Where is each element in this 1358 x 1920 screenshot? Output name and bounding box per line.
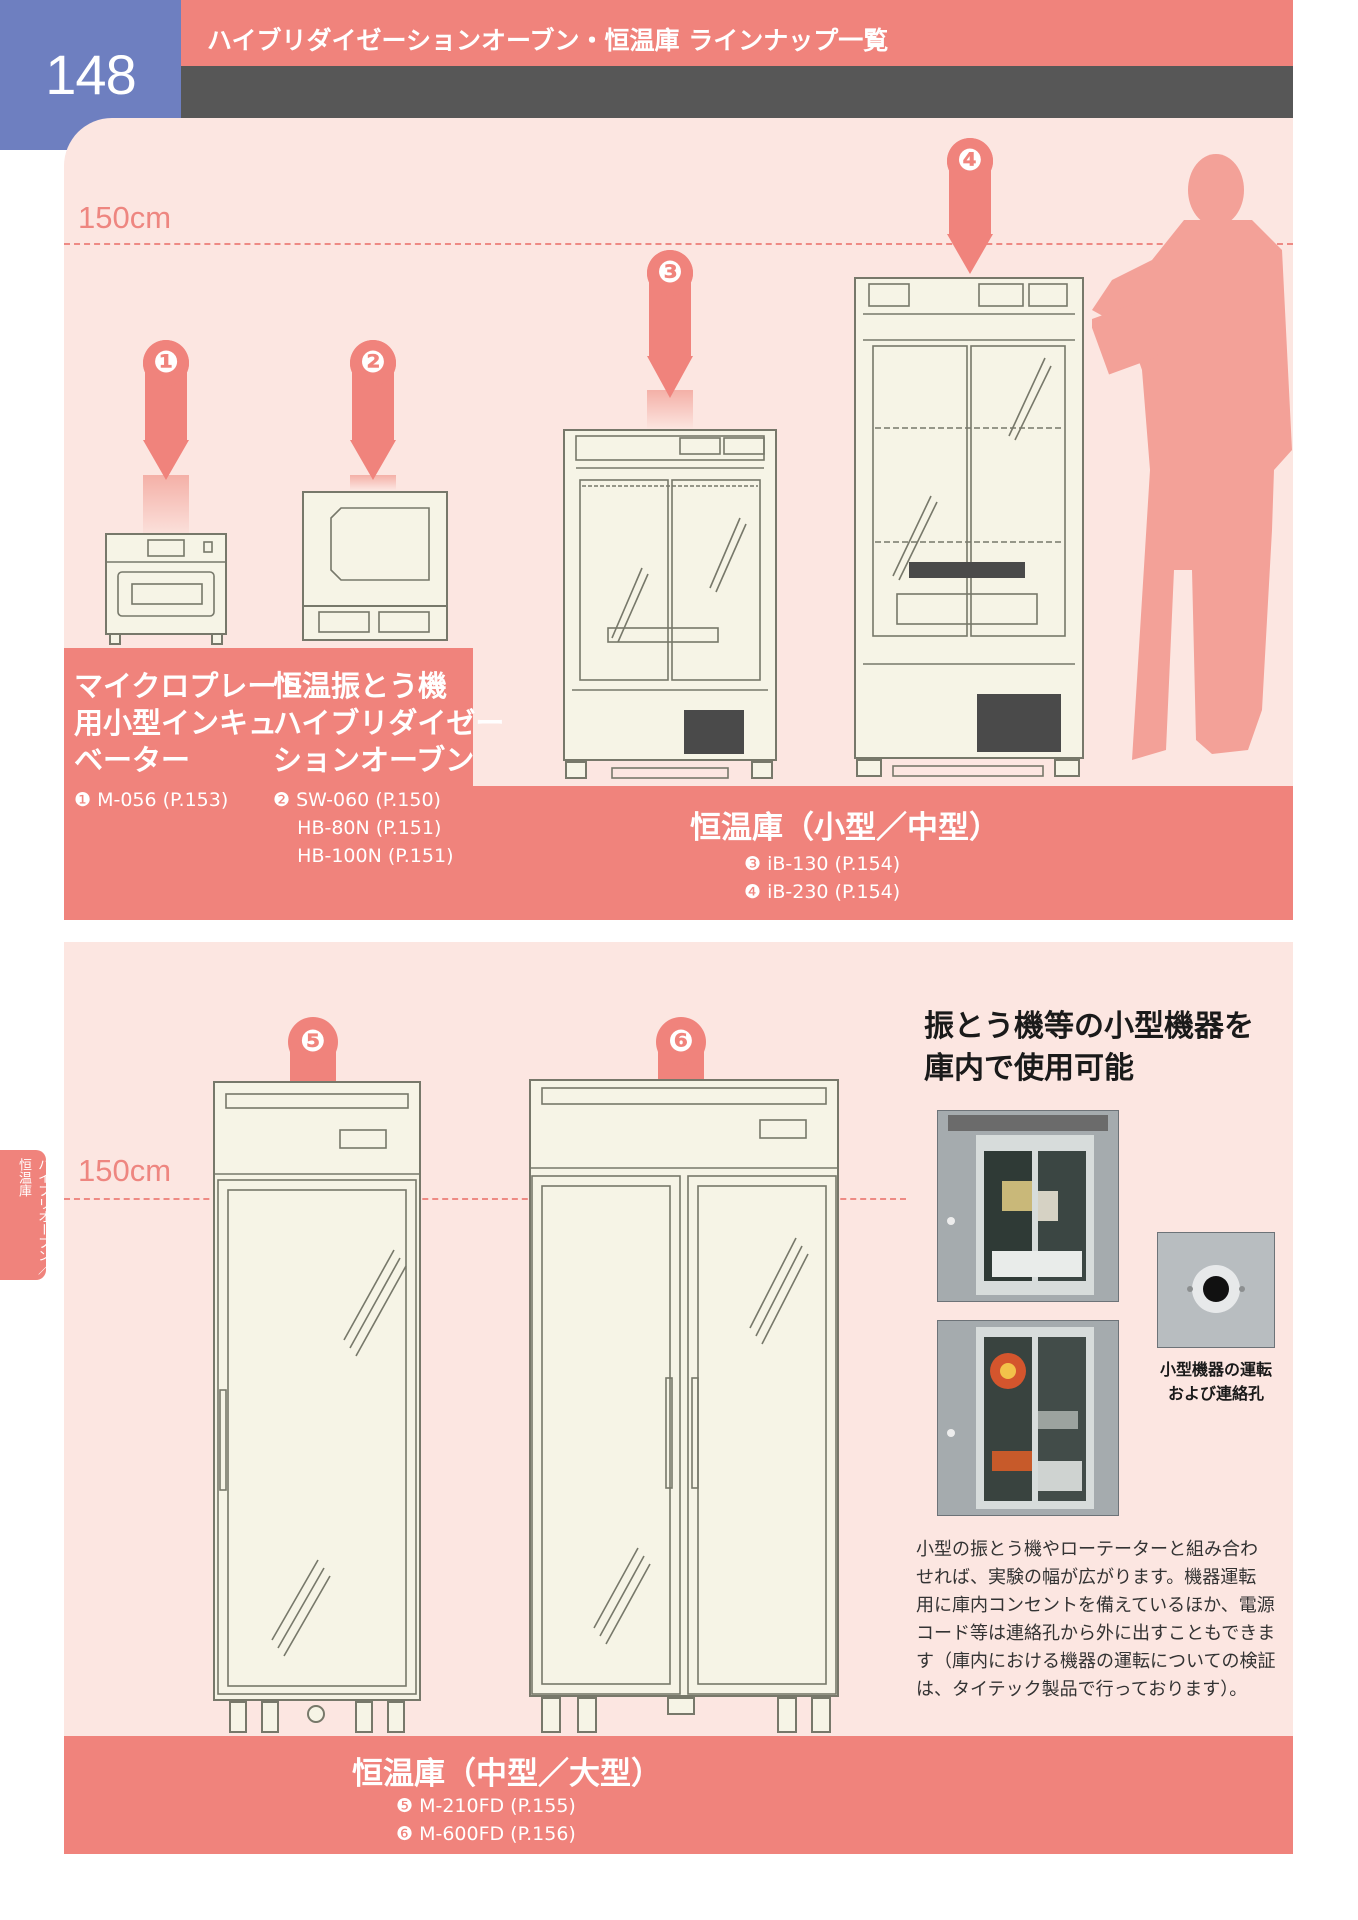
hole-caption: 小型機器の運転 および連絡孔 — [1138, 1358, 1294, 1406]
pin-beam — [143, 475, 189, 541]
category-band-large — [64, 1736, 1293, 1854]
title-line: ハイブリダイゼー — [273, 706, 505, 740]
title-line: 恒温振とう機 — [273, 669, 448, 703]
pin-5: ❺ — [288, 1017, 338, 1081]
device-m056-illustration — [105, 533, 227, 645]
heading-line: 振とう機等の小型機器を — [924, 1009, 1254, 1044]
category-band-medium — [473, 786, 1293, 920]
category-m056-title: マイクロプレート 用小型インキュ ベーター — [74, 668, 305, 779]
photo-incubator-interior-1 — [937, 1110, 1119, 1302]
pin-4: ❹ — [947, 138, 993, 278]
height-line-150cm — [64, 243, 1293, 245]
pin-6-label: ❻ — [658, 1019, 704, 1065]
category-band-small — [64, 648, 473, 920]
body-line: す（庫内における機器の運転についての検証 — [916, 1651, 1276, 1672]
pin-6: ❻ — [656, 1017, 706, 1081]
body-line: せれば、実験の幅が広がります。機器運転 — [916, 1567, 1257, 1588]
device-ib230-illustration — [854, 277, 1084, 777]
side-tab-label: ハイブリオーブン／恒温庫 — [16, 1158, 50, 1275]
heading-line: 庫内で使用可能 — [924, 1051, 1134, 1086]
body-line: コード等は連絡孔から外に出すこともできま — [916, 1623, 1276, 1644]
caption-line: 小型機器の運転 — [1159, 1360, 1272, 1379]
photo-connection-hole — [1157, 1232, 1275, 1348]
header-dark-bar — [181, 66, 1293, 118]
category-sw060-models: ❷ SW-060 (P.150) HB-80N (P.151) HB-100N … — [273, 789, 454, 867]
device-m210fd-illustration — [213, 1081, 421, 1733]
category-ib-models: ❸ iB-130 (P.154) ❹ iB-230 (P.154) — [744, 853, 901, 903]
pin-1-label: ❶ — [143, 340, 189, 386]
body-line: 用に庫内コンセントを備えているほか、電源 — [916, 1595, 1275, 1616]
pin-4-label: ❹ — [947, 138, 993, 184]
pin-3: ❸ — [647, 250, 693, 400]
section-gap — [64, 920, 1293, 942]
caption-line: および連絡孔 — [1167, 1384, 1264, 1403]
body-line: は、タイテック製品で行っております）。 — [916, 1679, 1248, 1700]
feature-description: 小型の振とう機やローテーターと組み合わ せれば、実験の幅が広がります。機器運転 … — [916, 1536, 1286, 1704]
category-m-models: ❺ M-210FD (P.155) ❻ M-600FD (P.156) — [396, 1795, 576, 1845]
height-label-150cm: 150cm — [78, 200, 172, 235]
pin-1: ❶ — [143, 340, 189, 480]
person-silhouette — [1092, 154, 1292, 760]
pin-2: ❷ — [350, 340, 396, 480]
body-line: 小型の振とう機やローテーターと組み合わ — [916, 1539, 1258, 1560]
page-title: ハイブリダイゼーションオーブン・恒温庫 ラインナップ一覧 — [181, 0, 1293, 66]
pin-2-label: ❷ — [350, 340, 396, 386]
device-ib130-illustration — [563, 429, 777, 779]
side-tab[interactable]: ハイブリオーブン／恒温庫 — [0, 1150, 50, 1280]
pin-5-label: ❺ — [290, 1019, 336, 1065]
category-ib-title: 恒温庫（小型／中型） — [690, 810, 1000, 846]
feature-heading: 振とう機等の小型機器を 庫内で使用可能 — [924, 1006, 1254, 1090]
pin-beam — [350, 475, 396, 490]
title-line: マイクロプレート — [74, 669, 306, 703]
category-m-title: 恒温庫（中型／大型） — [352, 1756, 662, 1792]
height-line-150cm — [64, 1198, 906, 1200]
photo-incubator-interior-2 — [937, 1320, 1119, 1516]
title-line: ションオーブン — [273, 743, 475, 777]
title-line: ベーター — [74, 743, 191, 777]
device-sw060-illustration — [302, 491, 448, 641]
device-m600fd-illustration — [529, 1079, 839, 1733]
category-sw060-title: 恒温振とう機 ハイブリダイゼー ションオーブン — [273, 668, 504, 779]
title-line: 用小型インキュ — [74, 706, 278, 740]
category-m056-models: ❶ M-056 (P.153) — [74, 789, 229, 811]
pin-3-label: ❸ — [647, 250, 693, 296]
height-label-150cm: 150cm — [78, 1153, 172, 1188]
